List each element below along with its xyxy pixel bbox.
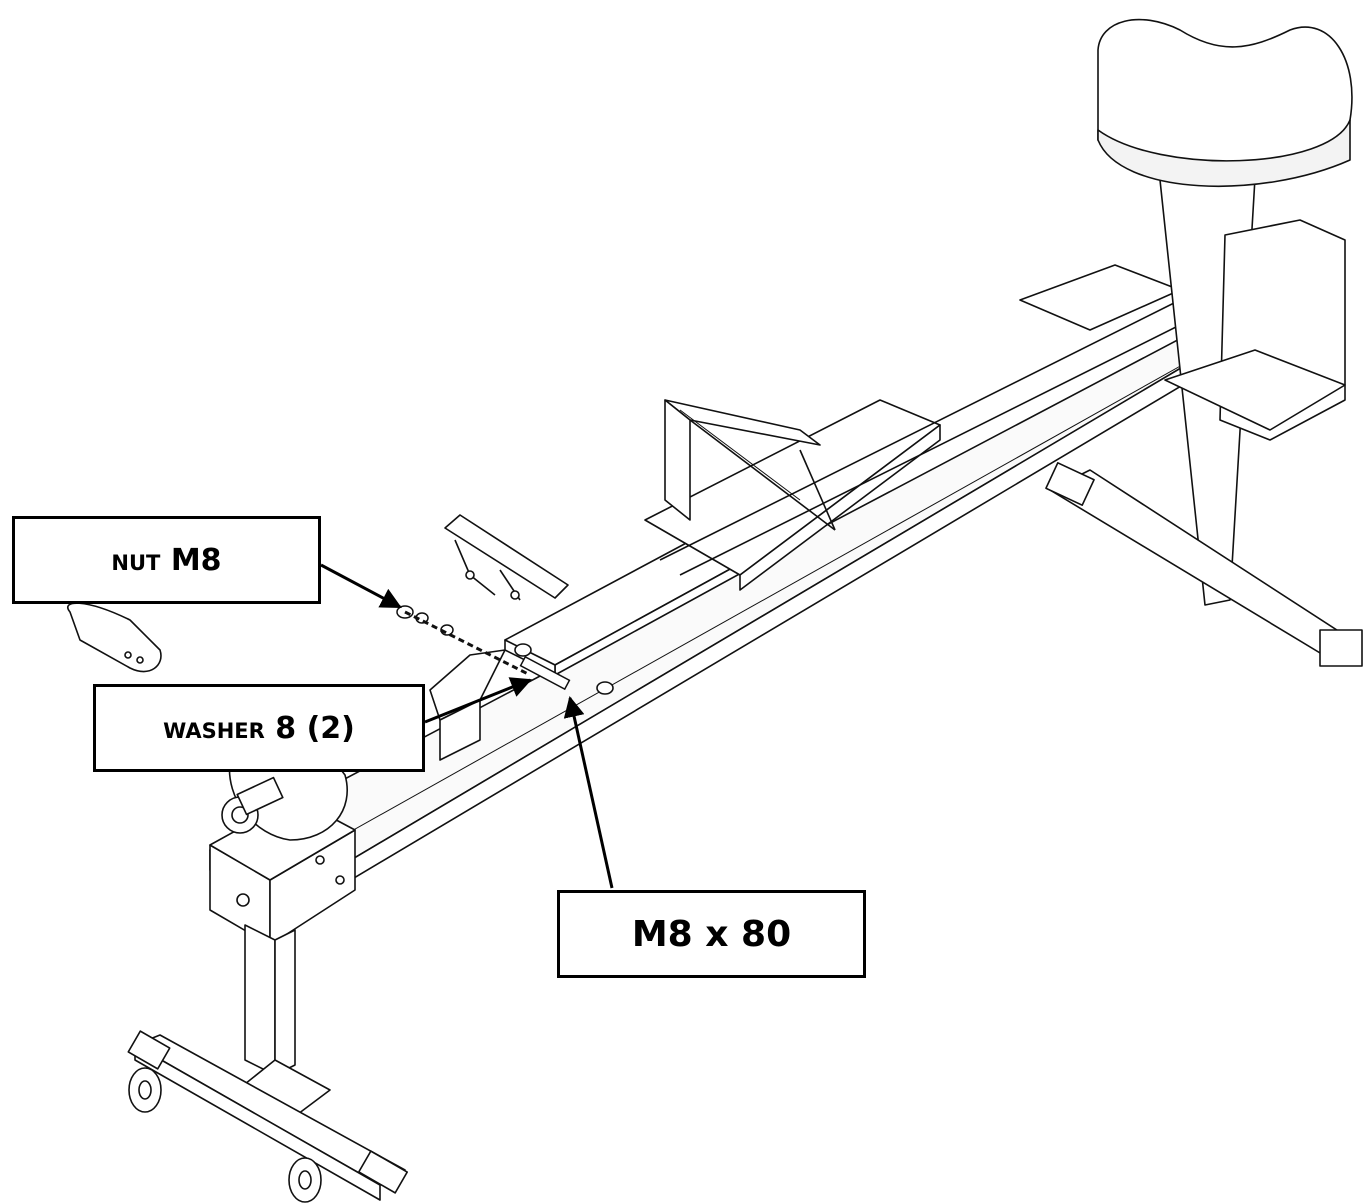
seat xyxy=(1097,18,1353,188)
foot-pedals xyxy=(444,514,569,601)
callout-washer-prefix: WASHER xyxy=(163,710,265,746)
front-wheels xyxy=(128,1067,322,1203)
foot-bracket xyxy=(429,649,506,761)
backrest xyxy=(664,399,836,531)
callout-nut-prefix: NUT xyxy=(111,542,161,578)
callout-nut-size: M8 xyxy=(170,542,222,578)
bolt-part xyxy=(519,655,571,691)
callout-bolt-m8x80: M8 x 80 xyxy=(557,890,866,978)
hardware-parts xyxy=(396,605,571,691)
callout-washer-size: 8 (2) xyxy=(275,710,355,746)
washer-leader-arrow xyxy=(424,677,532,724)
callout-washer-8: WASHER 8 (2) xyxy=(93,684,425,772)
seat-rails xyxy=(644,294,1211,591)
bolt-leader-arrow xyxy=(563,695,614,889)
callout-nut-m8: NUT M8 xyxy=(12,516,321,604)
rear-frame xyxy=(1019,164,1363,667)
handle-bar xyxy=(67,602,162,673)
nut-leader-arrow xyxy=(320,563,402,609)
front-leg xyxy=(127,924,408,1201)
callout-bolt-label: M8 x 80 xyxy=(631,913,792,955)
main-rail xyxy=(209,314,1246,926)
